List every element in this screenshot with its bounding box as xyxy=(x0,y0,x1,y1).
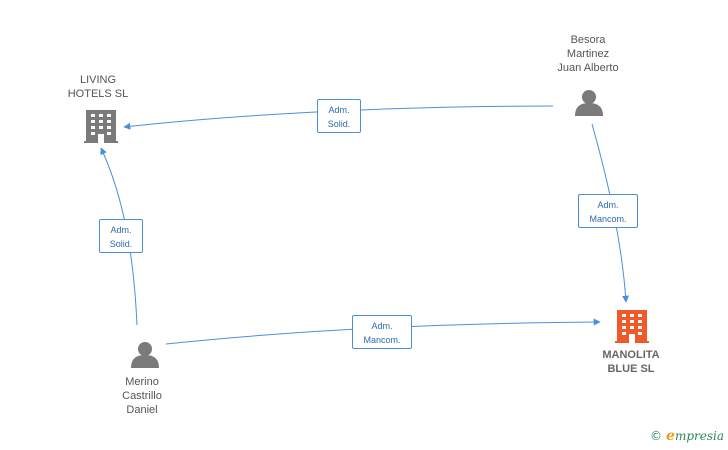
person-icon[interactable] xyxy=(131,342,159,368)
empresia-logo[interactable]: ©empresia xyxy=(650,428,724,444)
edge-label-adm-solid: Adm. Solid. xyxy=(317,99,361,133)
node-label-manolita-blue[interactable]: MANOLITA BLUE SL xyxy=(602,349,660,375)
brand-e: e xyxy=(666,428,675,444)
edge-label-adm-mancom: Adm. Mancom. xyxy=(352,315,412,349)
node-label-merino[interactable]: Merino Castrillo Daniel xyxy=(122,376,162,416)
building-icon-main[interactable] xyxy=(615,310,649,343)
building-icon[interactable] xyxy=(84,110,118,143)
edge-label-adm-mancom: Adm. Mancom. xyxy=(578,194,638,228)
edge-label-adm-solid: Adm. Solid. xyxy=(99,219,143,253)
node-label-living-hotels[interactable]: LIVING HOTELS SL xyxy=(67,74,129,100)
person-icon[interactable] xyxy=(575,90,603,116)
node-label-besora[interactable]: Besora Martinez Juan Alberto xyxy=(557,34,619,74)
brand-name: mpresia xyxy=(674,429,724,443)
copyright-symbol: © xyxy=(650,429,663,443)
